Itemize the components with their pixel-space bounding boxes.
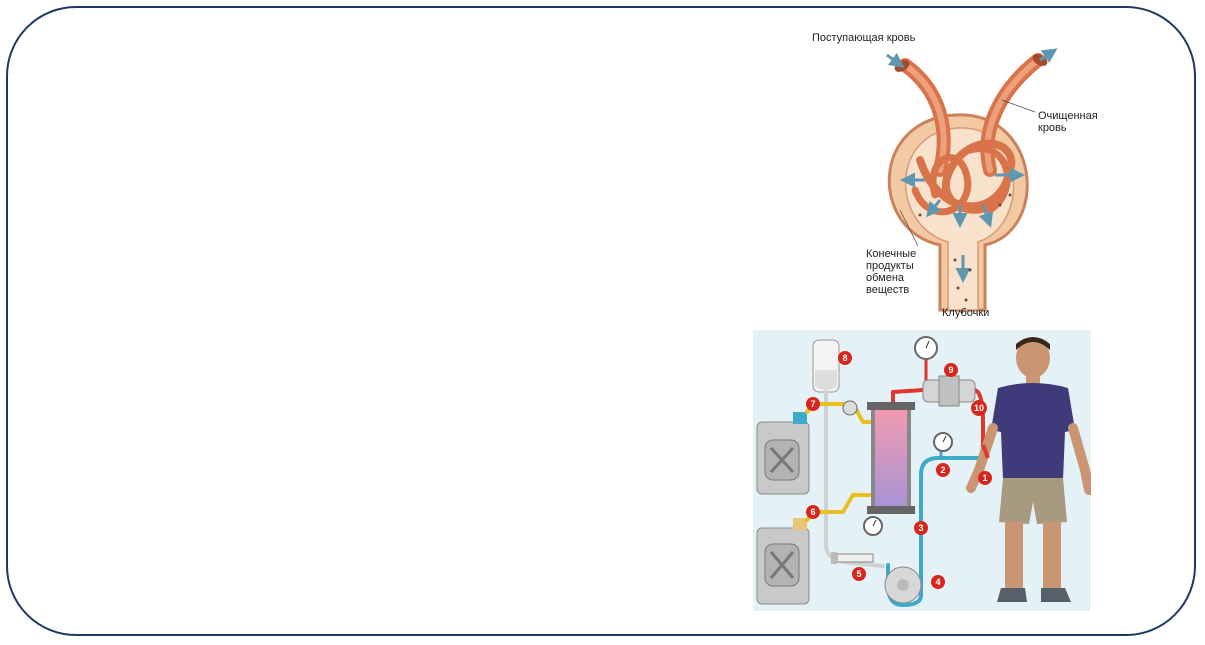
- leader-cleaned: [1001, 99, 1036, 113]
- svg-text:10: 10: [974, 403, 984, 413]
- gauge-bottom: [863, 516, 883, 536]
- gauge-small: [842, 400, 858, 416]
- svg-text:5: 5: [856, 569, 861, 579]
- canister-top: [756, 412, 810, 495]
- marker-5: 5: [852, 567, 866, 581]
- marker-6: 6: [806, 505, 820, 519]
- infusion-bottle: [812, 339, 840, 393]
- marker-7: 7: [806, 397, 820, 411]
- glomerulus-illustration: [886, 48, 1058, 314]
- canister-bottom: [756, 518, 810, 605]
- patient-figure: [966, 337, 1091, 602]
- marker-8: 8: [838, 351, 852, 365]
- svg-text:3: 3: [918, 523, 923, 533]
- svg-text:2: 2: [940, 465, 945, 475]
- marker-9: 9: [944, 363, 958, 377]
- marker-1: 1: [978, 471, 992, 485]
- gauge-top: [914, 336, 938, 360]
- svg-text:6: 6: [810, 507, 815, 517]
- svg-text:8: 8: [842, 353, 847, 363]
- filtrate-dots: [918, 193, 1012, 314]
- blood-pump: [884, 566, 922, 604]
- markers: 1 2 3 4 5 6 7 8 9 10: [806, 351, 992, 589]
- svg-text:7: 7: [810, 399, 815, 409]
- marker-3: 3: [914, 521, 928, 535]
- syringe: [831, 552, 874, 564]
- label-waste-products: Конечные продукты обмена веществ: [866, 248, 917, 296]
- air-trap: [922, 375, 976, 407]
- slide-frame: [6, 6, 1196, 636]
- leader-waste: [899, 209, 919, 247]
- marker-2: 2: [936, 463, 950, 477]
- svg-text:1: 1: [982, 473, 987, 483]
- label-cleaned-blood: Очищенная кровь: [1038, 110, 1098, 134]
- flow-arrows: [886, 48, 1058, 283]
- tube-to-arm: [981, 444, 990, 459]
- dialyzer: [867, 402, 915, 514]
- marker-10: 10: [971, 400, 987, 416]
- svg-text:9: 9: [948, 365, 953, 375]
- marker-4: 4: [931, 575, 945, 589]
- label-glomeruli: Клубочки: [942, 307, 990, 319]
- glomerular-capillaries: [898, 53, 1045, 216]
- gauge-right: [933, 432, 953, 452]
- label-incoming-blood: Поступающая кровь: [812, 32, 916, 44]
- dialysis-illustration: 1 2 3 4 5 6 7 8 9 10: [753, 330, 1091, 611]
- svg-text:4: 4: [935, 577, 940, 587]
